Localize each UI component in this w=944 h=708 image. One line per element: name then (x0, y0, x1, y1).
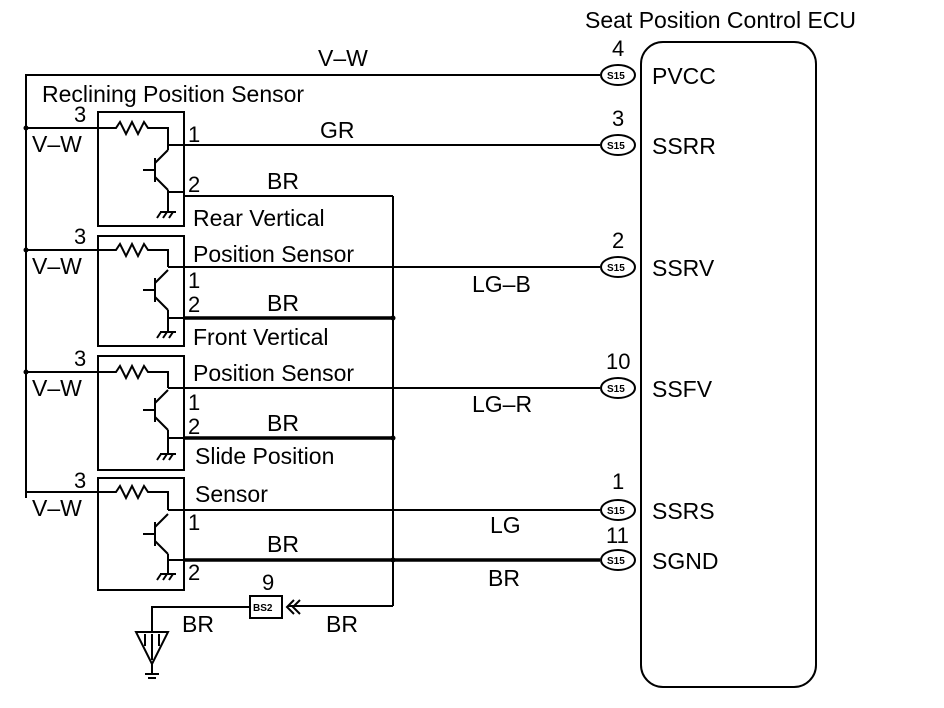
ground-wire-label: BR (267, 290, 299, 316)
resistor-symbol (98, 483, 169, 510)
ecu-terminal-ssrs: 1 S15 SSRS (600, 469, 715, 524)
pin-ground: 2 (188, 560, 200, 585)
ecu-terminal-ssrr: 3 S15 SSRR (600, 106, 716, 159)
terminal-pin: 4 (612, 36, 624, 61)
supply-wire-label: V–W (32, 375, 82, 401)
sensor-reclining: Reclining Position Sensor 3 V–W 1 2 (32, 81, 304, 227)
sensor-box (97, 235, 185, 347)
connector-badge (600, 549, 636, 571)
connector-label: S15 (607, 141, 625, 152)
terminal-pin: 2 (612, 228, 624, 253)
connector-badge (600, 377, 636, 399)
ecu-terminal-ssfv: 10 S15 SSFV (600, 349, 713, 402)
ground-to-earth-label: BR (182, 611, 214, 637)
pin-supply: 3 (74, 224, 86, 249)
pin-signal: 1 (188, 390, 200, 415)
signal-wire-label: LG–R (472, 391, 532, 417)
terminal-name: SSFV (652, 376, 713, 402)
bs2-connector: 9 BS2 (249, 570, 301, 619)
bs2-pin: 9 (262, 570, 274, 595)
terminal-pin: 1 (612, 469, 624, 494)
sensor-box (97, 355, 185, 471)
connector-label: S15 (607, 556, 625, 567)
sensor-rear-vertical: Rear Vertical Position Sensor 3 V–W 1 2 (32, 205, 354, 347)
sensor-name: Slide Position (195, 443, 334, 469)
terminal-name: PVCC (652, 63, 716, 89)
terminal-name: SSRV (652, 255, 715, 281)
bs2-label: BS2 (253, 603, 273, 614)
terminal-name: SSRR (652, 133, 716, 159)
connector-label: S15 (607, 506, 625, 517)
pin-supply: 3 (74, 346, 86, 371)
pin-ground: 2 (188, 172, 200, 197)
sensor-name: Rear Vertical (193, 205, 325, 231)
supply-wire-label: V–W (32, 495, 82, 521)
resistor-symbol (98, 241, 169, 267)
sensor-slide-position: Slide Position Sensor 3 V–W 1 2 (32, 443, 334, 591)
supply-wire-label: V–W (32, 131, 82, 157)
pin-ground: 2 (188, 292, 200, 317)
connector-label: S15 (607, 263, 625, 274)
pin-supply: 3 (74, 102, 86, 127)
signal-wire-label: GR (320, 117, 355, 143)
pin-signal: 1 (188, 122, 200, 147)
connector-chevron-icon (285, 599, 295, 615)
resistor-symbol (98, 119, 169, 145)
signal-wire-label: LG (490, 512, 521, 538)
terminal-pin: 10 (606, 349, 630, 374)
supply-wire-label: V–W (318, 45, 368, 71)
signal-wire-label: LG–B (472, 271, 531, 297)
ground-wire-label: BR (267, 531, 299, 557)
connector-badge (600, 64, 636, 86)
pin-supply: 3 (74, 468, 86, 493)
pin-ground: 2 (188, 414, 200, 439)
ground-to-earth-wire (151, 606, 250, 632)
sensor-box (97, 111, 185, 227)
ecu-terminal-ssrv: 2 S15 SSRV (600, 228, 715, 281)
ground-wire-label: BR (267, 168, 299, 194)
connector-label: S15 (607, 384, 625, 395)
connector-badge (600, 256, 636, 278)
sensor-name: Reclining Position Sensor (42, 81, 304, 107)
sensor-name-line2: Position Sensor (193, 241, 354, 267)
ecu-terminal-pvcc: 4 S15 PVCC (600, 36, 716, 89)
ground-to-bs2-label: BR (326, 611, 358, 637)
sensor-box (97, 477, 185, 591)
supply-bus-wire (25, 74, 600, 498)
earth-ground-icon (134, 631, 170, 679)
terminal-name: SSRS (652, 498, 715, 524)
sensor-front-vertical: Front Vertical Position Sensor 3 V–W 1 2 (32, 324, 354, 471)
ground-wire-label: BR (267, 410, 299, 436)
sensor-name-line2: Position Sensor (193, 360, 354, 386)
terminal-name: SGND (652, 548, 718, 574)
splice-dot (23, 125, 29, 131)
terminal-pin: 3 (612, 106, 624, 131)
sgnd-wire-label: BR (488, 565, 520, 591)
sensor-name-line2: Sensor (195, 481, 268, 507)
connector-badge (600, 499, 636, 521)
supply-wire-label: V–W (32, 253, 82, 279)
connector-label: S15 (607, 71, 625, 82)
terminal-pin: 11 (606, 523, 629, 548)
splice-dot (23, 369, 29, 375)
pin-signal: 1 (188, 510, 200, 535)
ecu-terminal-sgnd: 11 S15 SGND (600, 523, 718, 574)
splice-dot (23, 247, 29, 253)
connector-badge (600, 134, 636, 156)
ecu-title: Seat Position Control ECU (585, 7, 856, 33)
sensor-name: Front Vertical (193, 324, 329, 350)
pin-signal: 1 (188, 268, 200, 293)
ecu-box (640, 41, 817, 688)
resistor-symbol (98, 363, 169, 388)
